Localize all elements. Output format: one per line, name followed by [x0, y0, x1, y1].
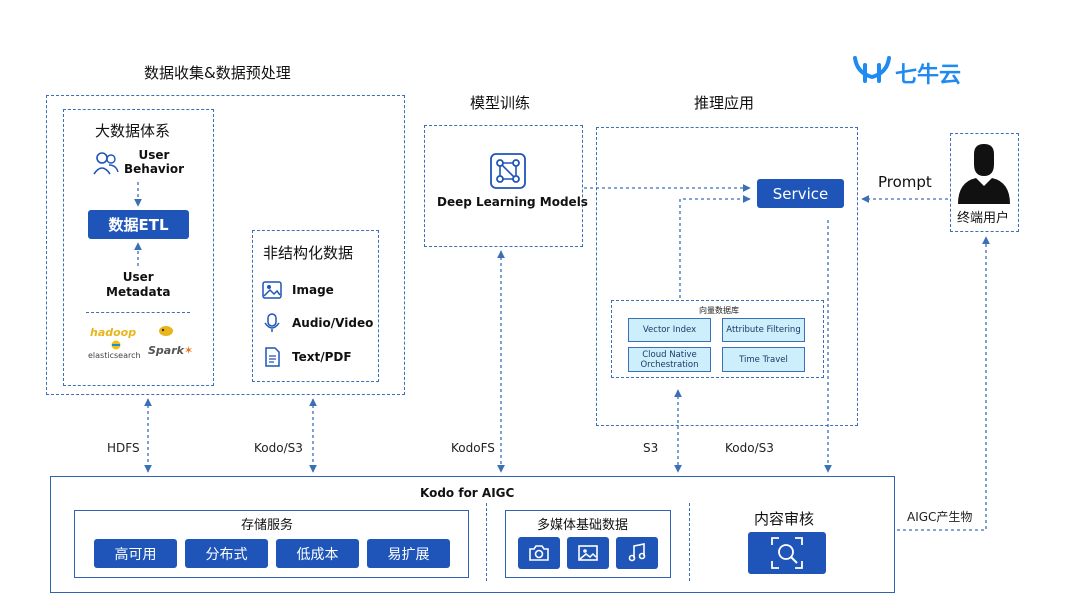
hdfs-label: HDFS: [107, 441, 140, 455]
tile-attribute-filtering: Attribute Filtering: [722, 318, 805, 342]
bigdata-panel: [63, 109, 214, 386]
music-note-icon: [628, 543, 646, 562]
item-text-pdf-label: Text/PDF: [292, 350, 352, 364]
prompt-label: Prompt: [878, 173, 932, 191]
service-button[interactable]: Service: [757, 179, 844, 208]
kodo-divider-1: [486, 503, 487, 581]
enduser-panel: [950, 133, 1019, 232]
vector-db-panel: [611, 300, 824, 378]
arrow-vectordb-service: [679, 195, 751, 298]
audit-button[interactable]: [748, 532, 826, 574]
bigdata-title: 大数据体系: [95, 122, 171, 140]
kodofs-label: KodoFS: [451, 441, 495, 455]
kodo-divider-2: [689, 503, 690, 581]
training-panel: [424, 125, 583, 247]
music-button[interactable]: [616, 537, 658, 569]
qiniu-logo: 七牛云: [853, 55, 968, 88]
s3-label: S3: [643, 441, 659, 455]
brand-name: 七牛云: [895, 63, 962, 88]
spark-star-icon: ✶: [183, 344, 194, 357]
vector-db-title: 向量数据库: [699, 306, 739, 315]
etl-button[interactable]: 数据ETL: [88, 210, 189, 239]
item-text-pdf: Text/PDF: [262, 347, 352, 367]
person-icon: [958, 144, 1010, 204]
storage-btn-ha[interactable]: 高可用: [94, 539, 177, 568]
tile-vector-index: Vector Index: [628, 318, 711, 342]
separator-line: [86, 312, 190, 313]
audit-title: 内容审核: [754, 510, 815, 528]
user-metadata-label: User Metadata: [106, 270, 171, 299]
tile-cloud-native: Cloud Native Orchestration: [628, 347, 711, 372]
image-icon: [262, 281, 282, 299]
kodo-s3-left-label: Kodo/S3: [254, 441, 303, 455]
unstructured-title: 非结构化数据: [263, 244, 354, 262]
media-title: 多媒体基础数据: [537, 518, 629, 533]
document-icon: [265, 347, 280, 367]
picture-icon: [578, 545, 598, 561]
storage-title: 存储服务: [241, 518, 294, 533]
scan-search-icon: [771, 537, 803, 569]
model-label: Deep Learning Models: [437, 195, 588, 209]
item-audio-video-label: Audio/Video: [292, 316, 374, 330]
storage-btn-dist[interactable]: 分布式: [185, 539, 268, 568]
storage-panel: [74, 510, 469, 578]
inference-panel: [596, 127, 858, 426]
item-image-label: Image: [292, 283, 334, 297]
item-audio-video: Audio/Video: [262, 313, 373, 333]
neural-network-icon: [490, 153, 526, 189]
enduser-label: 终端用户: [957, 211, 1010, 226]
tile-time-travel: Time Travel: [722, 347, 805, 372]
microphone-icon: [264, 313, 280, 332]
camera-icon: [529, 545, 549, 561]
elasticsearch-icon: [111, 340, 121, 350]
camera-button[interactable]: [518, 537, 560, 569]
storage-btn-scale[interactable]: 易扩展: [367, 539, 450, 568]
arrow-aigc-output: [897, 236, 990, 531]
storage-btn-cost[interactable]: 低成本: [276, 539, 359, 568]
kodo-panel: [50, 476, 895, 593]
hive-logo-icon: [159, 326, 173, 336]
hadoop-logo: hadoop: [90, 326, 137, 339]
unstructured-panel: [252, 230, 379, 382]
spark-logo: Spark✶: [148, 344, 194, 357]
aigc-output-label: AIGC产生物: [907, 510, 973, 524]
user-behavior-label: User Behavior: [124, 148, 185, 176]
qiniu-logo-icon: [853, 56, 891, 83]
media-panel: [505, 510, 671, 578]
collect-panel: [46, 95, 405, 395]
kodo-title: Kodo for AIGC: [420, 486, 515, 500]
collect-title: 数据收集&数据预处理: [144, 64, 291, 82]
infer-title: 推理应用: [694, 94, 755, 112]
user-icon: [93, 152, 119, 175]
item-image: Image: [262, 281, 334, 299]
kodo-s3-right-label: Kodo/S3: [725, 441, 774, 455]
picture-button[interactable]: [567, 537, 609, 569]
train-title: 模型训练: [470, 94, 531, 112]
elasticsearch-logo: elasticsearch: [88, 351, 141, 360]
